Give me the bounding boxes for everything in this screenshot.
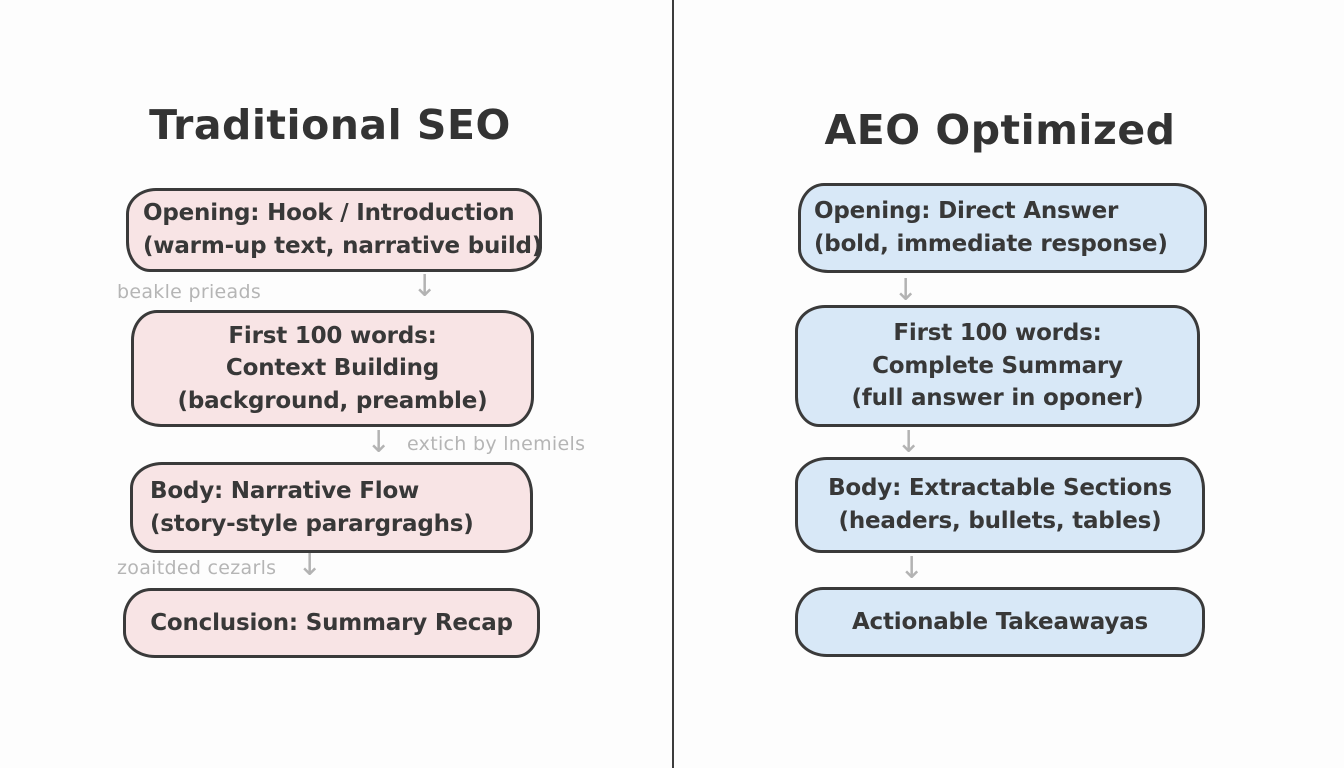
- right-panel-title: AEO Optimized: [824, 106, 1176, 155]
- flow-box-aeo-body: Body: Extractable Sections (headers, bul…: [795, 457, 1205, 553]
- box-line: Opening: Direct Answer: [814, 198, 1119, 225]
- connector-note: zoaitded cezarls: [117, 557, 277, 579]
- down-arrow-icon: ↓: [893, 273, 919, 308]
- box-line: Complete Summary: [872, 352, 1123, 379]
- down-arrow-icon: ↓: [899, 551, 925, 586]
- down-arrow-icon: ↓: [366, 425, 392, 460]
- box-line: (story-style parargraghs): [150, 510, 474, 537]
- box-line: (full answer in oponer): [851, 385, 1144, 412]
- flow-box-aeo-opening: Opening: Direct Answer (bold, immediate …: [798, 183, 1207, 273]
- flow-box-traditional-body: Body: Narrative Flow (story-style pararg…: [130, 462, 533, 553]
- box-line: Body: Narrative Flow: [150, 477, 420, 504]
- flow-box-aeo-first-100-words: First 100 words: Complete Summary (full …: [795, 305, 1200, 427]
- box-line: First 100 words:: [893, 320, 1102, 347]
- flow-box-aeo-takeaways: Actionable Takeawayas: [795, 587, 1205, 657]
- down-arrow-icon: ↓: [896, 425, 922, 460]
- connector-note: beakle prieads: [117, 281, 262, 303]
- box-line: (headers, bullets, tables): [838, 508, 1162, 534]
- box-line: First 100 words:: [228, 322, 437, 349]
- down-arrow-icon: ↓: [412, 269, 438, 304]
- connector-note: extich by lnemiels: [407, 433, 586, 455]
- box-line: Body: Extractable Sections: [828, 475, 1172, 502]
- box-line: Context Building: [225, 355, 440, 382]
- box-line: Actionable Takeawayas: [851, 608, 1149, 635]
- box-line: (warm-up text, narrative build): [143, 233, 543, 259]
- box-line: Conclusion: Summary Recap: [150, 609, 513, 636]
- box-line: (background, preamble): [177, 387, 488, 414]
- box-line: (bold, immediate response): [814, 231, 1168, 257]
- down-arrow-icon: ↓: [297, 548, 323, 583]
- box-line: Opening: Hook / Introduction: [143, 200, 515, 227]
- flow-box-traditional-conclusion: Conclusion: Summary Recap: [123, 588, 540, 658]
- left-panel-title: Traditional SEO: [149, 101, 511, 150]
- flow-box-traditional-opening: Opening: Hook / Introduction (warm-up te…: [126, 188, 542, 272]
- flow-box-traditional-first-100-words: First 100 words: Context Building (backg…: [131, 310, 534, 427]
- column-divider-line: [672, 0, 674, 768]
